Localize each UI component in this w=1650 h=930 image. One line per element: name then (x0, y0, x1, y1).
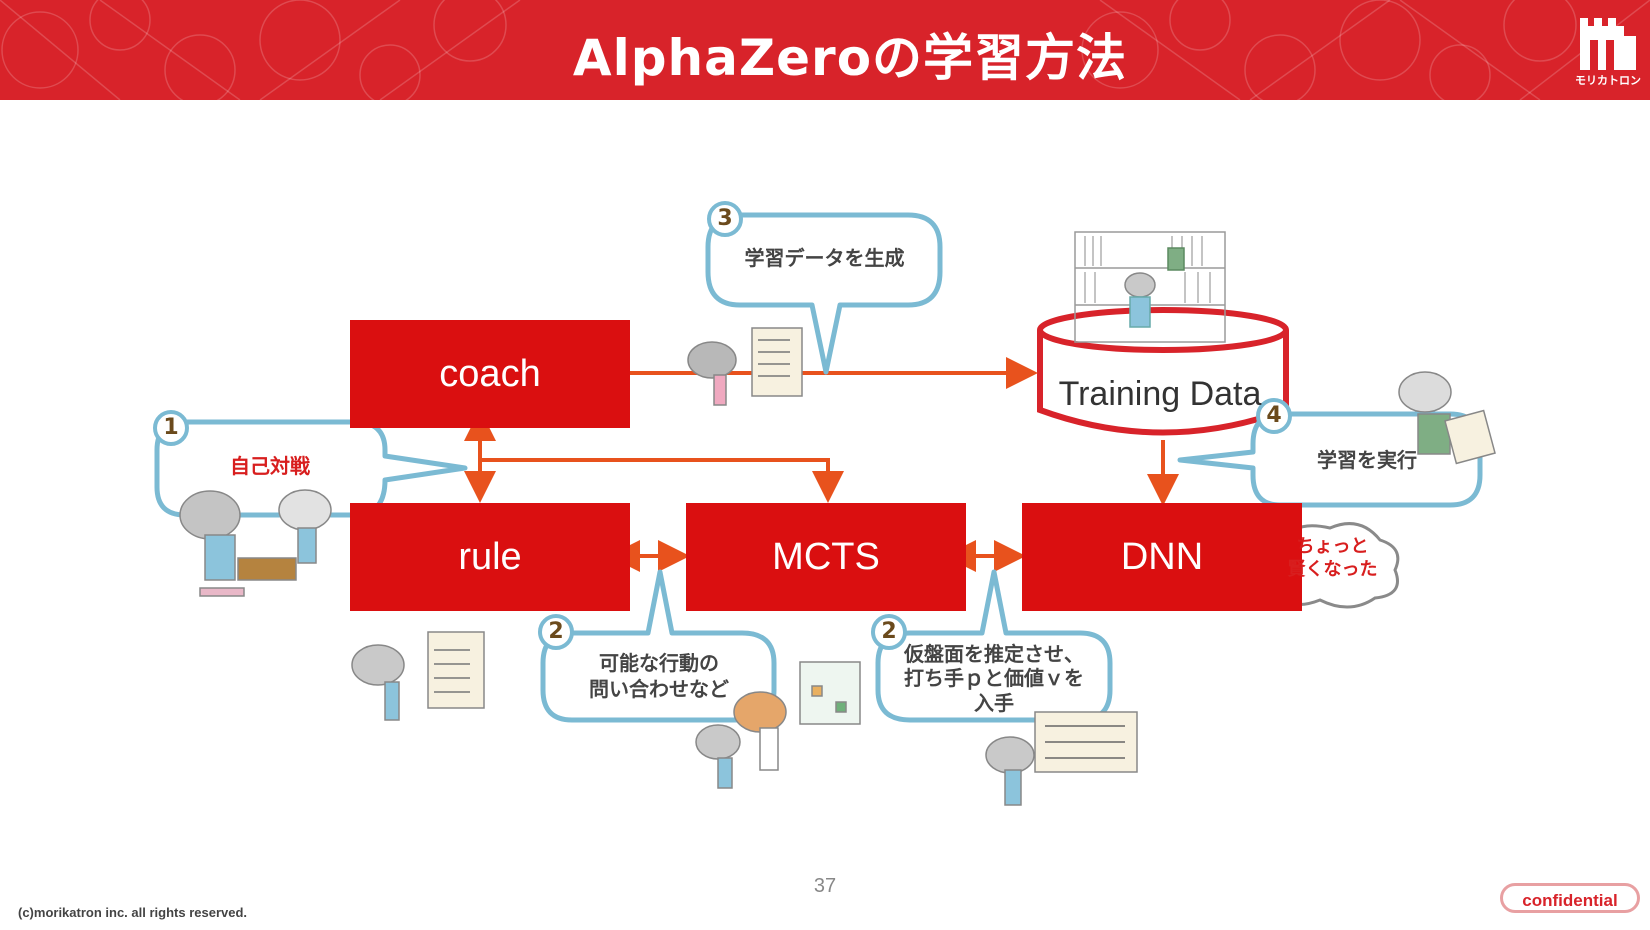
header-banner: AlphaZeroの学習方法 モリカトロン (0, 0, 1650, 100)
cat-with-chart-illustration (687, 327, 803, 406)
slide-title: AlphaZeroの学習方法 (572, 29, 1128, 87)
mcts-box: MCTS (686, 503, 966, 611)
cats-at-board-illustration (695, 661, 861, 789)
cat-with-rulebook-illustration (351, 631, 485, 721)
estimate-text: 仮盤面を推定させ、 打ち手ｐと価値ｖを 入手 (880, 642, 1108, 715)
coach-label: coach (439, 352, 541, 395)
query-actions-line2: 問い合わせなど (589, 677, 729, 701)
logo-text: モリカトロン (1575, 74, 1641, 87)
header-pattern (0, 0, 1650, 100)
rule-box: rule (350, 503, 630, 611)
badge-number-1: 1 (163, 415, 179, 440)
smarter-line1: ちょっと (1296, 536, 1369, 557)
dnn-box: DNN (1022, 503, 1302, 611)
badge-circle-2a (538, 614, 574, 650)
arrow-coach-to-mcts (480, 458, 844, 503)
badge-number-3: 3 (717, 206, 733, 231)
castle-logo-icon (1580, 18, 1636, 70)
train-text: 学習を実行 (1317, 448, 1417, 472)
confidential-badge: confidential (1500, 883, 1640, 913)
badge-circle-2b (871, 614, 907, 650)
training-data-label: Training Data (1058, 375, 1262, 413)
estimate-line1: 仮盤面を推定させ、 (904, 642, 1084, 666)
estimate-line2: 打ち手ｐと価値ｖを (904, 666, 1084, 691)
generate-data-text: 学習データを生成 (744, 246, 905, 270)
cat-with-scoreboard-illustration (985, 711, 1138, 806)
badge-number-2b: 2 (881, 619, 897, 644)
training-data-database-icon (1037, 307, 1289, 436)
estimate-line3: 入手 (974, 690, 1014, 715)
query-actions-line1: 可能な行動の (599, 651, 719, 675)
number-badges (153, 201, 1292, 650)
dnn-label: DNN (1120, 535, 1204, 578)
page-number: 37 (813, 875, 837, 897)
self-play-text: 自己対戦 (230, 454, 310, 478)
mcts-label: MCTS (772, 535, 880, 578)
cat-illustrations (179, 327, 1496, 806)
badge-circle-1 (153, 410, 189, 446)
query-actions-text: 可能な行動の 問い合わせなど (548, 650, 770, 702)
smarter-line2: 賢くなった (1287, 559, 1378, 581)
badge-circle-4 (1256, 398, 1292, 434)
copyright-text: (c)morikatron inc. all rights reserved. (18, 905, 248, 920)
badge-number-4: 4 (1266, 403, 1282, 428)
rule-label: rule (458, 535, 522, 578)
cat-reading-illustration (1398, 371, 1496, 465)
badge-circle-3 (707, 201, 743, 237)
bubble-generate-data (705, 212, 943, 375)
badge-number-2a: 2 (548, 619, 564, 644)
company-logo: モリカトロン (1572, 10, 1644, 92)
coach-box: coach (350, 320, 630, 428)
self-play-cats-illustration (179, 489, 332, 597)
bookshelf-illustration (1074, 231, 1226, 343)
smarter-text: ちょっと 賢くなった (1270, 535, 1395, 582)
